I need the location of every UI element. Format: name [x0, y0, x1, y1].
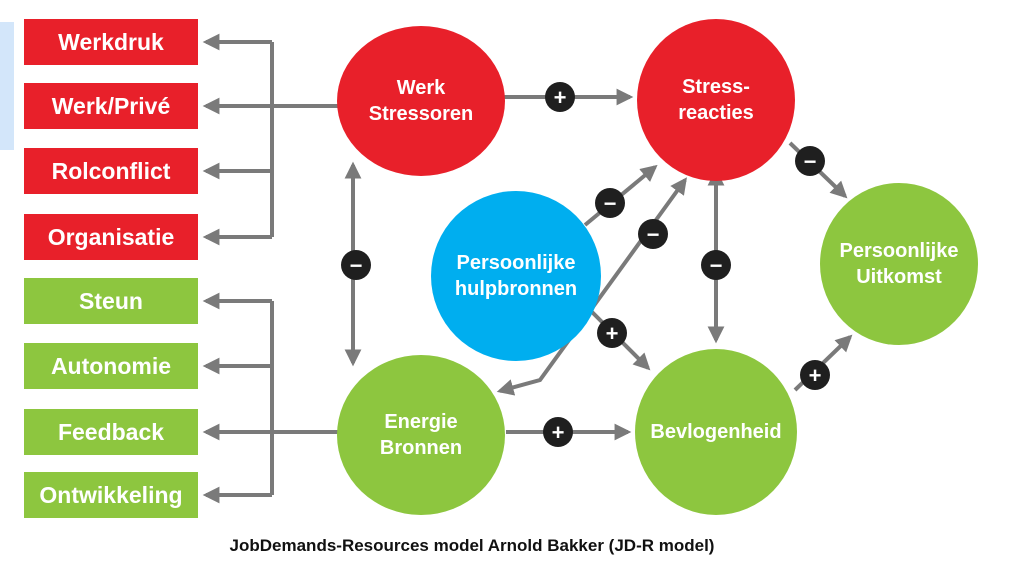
- sign-plus-hulpbronnen: [597, 318, 627, 348]
- sign-stressoren-energie: −: [350, 253, 363, 278]
- demand-box-werkdruk: Werkdruk: [24, 19, 198, 65]
- sign-minus-energie: [638, 219, 668, 249]
- resource-label: Autonomie: [50, 352, 172, 379]
- sign-hulpbronnen-to-stress: −: [604, 191, 617, 216]
- sign-bevlogenheid-to-uitkomst: +: [809, 363, 822, 388]
- sign-plus-stressoren: [545, 82, 575, 112]
- node-label-line: Bronnen: [379, 437, 463, 459]
- node-bevlogenheid: Bevlogenheid: [635, 349, 797, 515]
- sign-stressoren-to-stress: +: [554, 85, 567, 110]
- node-label-line: Persoonlijke: [456, 252, 576, 274]
- sign-plus-energie: [543, 417, 573, 447]
- node-label-line: Bevlogenheid: [650, 421, 782, 443]
- resource-label: Steun: [79, 287, 143, 314]
- demand-box-rolconflict: Rolconflict: [24, 148, 198, 194]
- demand-label: Werkdruk: [58, 28, 164, 55]
- sign-minus-hulpbronnen: [595, 188, 625, 218]
- resource-box-ontwikkeling: Ontwikkeling: [24, 472, 198, 518]
- node-label-line: reacties: [678, 102, 754, 124]
- node-werk-stressoren: Werk Stressoren: [337, 26, 505, 176]
- demand-box-organisatie: Organisatie: [24, 214, 198, 260]
- demand-label: Organisatie: [47, 223, 175, 250]
- node-label-line: Persoonlijke: [839, 240, 959, 262]
- demand-label: Rolconflict: [51, 157, 171, 184]
- sign-energie-to-stress: −: [647, 222, 660, 247]
- node-label-line: Werk: [396, 77, 446, 99]
- resource-label: Feedback: [57, 418, 165, 445]
- node-energie-bronnen: Energie Bronnen: [337, 355, 505, 515]
- sign-minus-stress-bevlogenheid: [701, 250, 731, 280]
- sign-energie-to-bevlogenheid: +: [552, 420, 565, 445]
- node-persoonlijke-uitkomst: Persoonlijke Uitkomst: [820, 183, 978, 345]
- resource-box-steun: Steun: [24, 278, 198, 324]
- accent-bar: [0, 22, 14, 150]
- sign-minus-stress-uitkomst: [795, 146, 825, 176]
- sign-plus-bevlogenheid: [800, 360, 830, 390]
- diagram-caption: JobDemands-Resources model Arnold Bakker…: [229, 536, 715, 555]
- resource-label: Ontwikkeling: [39, 481, 183, 508]
- arrow-energie-stressreacties: [496, 177, 687, 396]
- demand-box-werk-prive: Werk/Privé: [24, 83, 198, 129]
- node-label-line: Energie: [384, 411, 458, 433]
- sign-stress-bevlogenheid: −: [710, 253, 723, 278]
- resource-box-feedback: Feedback: [24, 409, 198, 455]
- sign-hulpbronnen-to-bevlogenheid: +: [606, 321, 619, 346]
- node-stressreacties: Stress- reacties: [637, 19, 795, 181]
- node-label-line: Uitkomst: [856, 266, 942, 288]
- node-label-line: Stress-: [682, 76, 750, 98]
- resource-box-autonomie: Autonomie: [24, 343, 198, 389]
- sign-stress-to-uitkomst: −: [804, 149, 817, 174]
- demand-label: Werk/Privé: [51, 92, 171, 119]
- node-label-line: hulpbronnen: [454, 278, 578, 300]
- node-persoonlijke-hulpbronnen: Persoonlijke hulpbronnen: [431, 191, 601, 361]
- node-label-line: Stressoren: [368, 103, 474, 125]
- sign-minus-stressoren-energie: [341, 250, 371, 280]
